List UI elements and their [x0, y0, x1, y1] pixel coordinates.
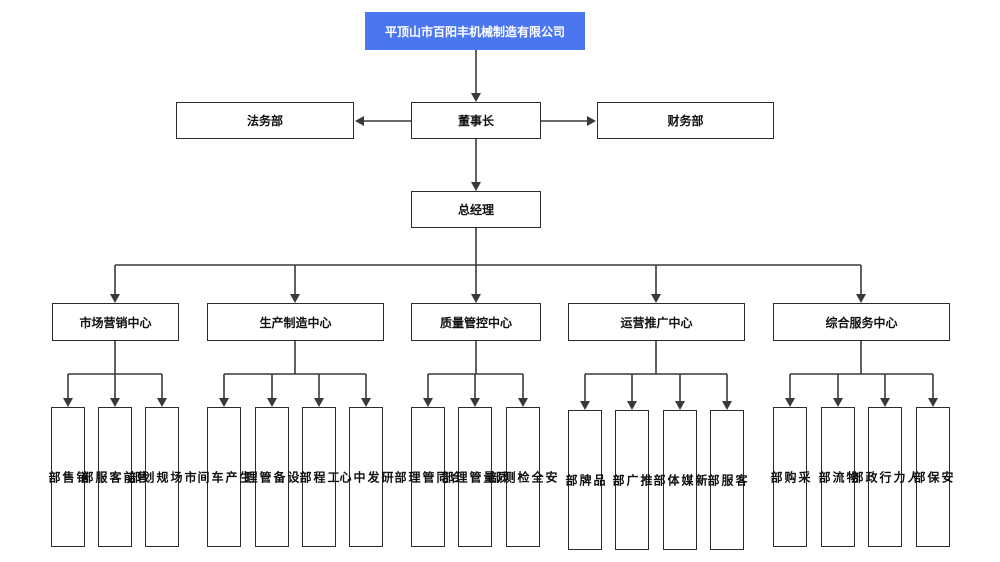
gm-label: 总经理	[457, 203, 494, 217]
center-label: 市场营销中心	[79, 315, 152, 330]
legal-node: 法务部	[176, 102, 354, 139]
dept-node: 采 购 部	[769, 407, 811, 547]
chairman-label: 董事长	[457, 114, 494, 128]
arrowhead	[518, 398, 528, 407]
dept-node: 生 产 车 间	[196, 407, 252, 547]
center-label: 生产制造中心	[259, 315, 332, 330]
arrowhead	[267, 398, 277, 407]
arrowhead	[651, 294, 661, 303]
center-label: 质量管控中心	[439, 315, 512, 330]
company-node: 平顶山市百阳丰机械制造有限公司	[365, 12, 585, 50]
arrowhead	[110, 398, 120, 407]
finance-label: 财务部	[667, 114, 704, 128]
dept-node: 合 同 管 理 部	[393, 407, 463, 547]
dept-label: 研 发 中 心	[338, 470, 394, 484]
dept-node: 市 场 规 划 部	[127, 407, 197, 547]
arrowhead	[785, 398, 795, 407]
arrowhead	[423, 398, 433, 407]
dept-node: 物 流 部	[817, 407, 859, 547]
dept-node: 销 售 部	[47, 407, 89, 547]
dept-node: 品 牌 部	[564, 410, 606, 550]
arrowhead	[471, 93, 481, 102]
center-node-marketing: 市场营销中心	[52, 303, 179, 341]
dept-node: 售 前 客 服 部	[80, 407, 150, 547]
arrowhead	[928, 398, 938, 407]
dept-node: 安 保 部	[912, 407, 954, 547]
arrowhead	[722, 401, 732, 410]
dept-label: 销 售 部	[47, 470, 89, 484]
dept-label: 客 服 部	[706, 473, 748, 487]
arrowhead	[587, 116, 596, 126]
arrowhead	[675, 401, 685, 410]
dept-node: 客 服 部	[706, 410, 748, 550]
arrowhead	[355, 116, 364, 126]
arrowhead	[627, 401, 637, 410]
arrowhead	[110, 294, 120, 303]
dept-label: 新 媒 体 部	[652, 473, 708, 487]
dept-label: 采 购 部	[769, 470, 811, 484]
company-name: 平顶山市百阳丰机械制造有限公司	[384, 24, 565, 39]
arrowhead	[833, 398, 843, 407]
dept-label: 安 全 检 测 部	[488, 470, 558, 484]
dept-label: 物 流 部	[817, 470, 859, 484]
dept-node: 工 程 部	[298, 407, 340, 547]
arrowhead	[290, 294, 300, 303]
dept-label: 推 广 部	[611, 473, 653, 487]
center-label: 运营推广中心	[620, 315, 693, 330]
dept-label: 生 产 车 间	[196, 470, 252, 484]
dept-label: 市 场 规 划 部	[127, 470, 197, 484]
dept-node: 安 全 检 测 部	[488, 407, 558, 547]
center-node-operations: 运营推广中心	[568, 303, 745, 341]
finance-node: 财务部	[597, 102, 774, 139]
arrowhead	[880, 398, 890, 407]
dept-label: 工 程 部	[298, 470, 340, 484]
center-node-production: 生产制造中心	[207, 303, 384, 341]
center-label: 综合服务中心	[825, 315, 898, 330]
arrowhead	[314, 398, 324, 407]
dept-label: 品 牌 部	[564, 473, 606, 487]
dept-node: 新 媒 体 部	[652, 410, 708, 550]
center-node-quality: 质量管控中心	[411, 303, 541, 341]
dept-label: 设 备 管 理	[244, 470, 300, 484]
chairman-node: 董事长	[411, 102, 541, 139]
gm-node: 总经理	[411, 191, 541, 228]
legal-label: 法务部	[246, 114, 283, 128]
arrowhead	[63, 398, 73, 407]
arrowhead	[470, 398, 480, 407]
arrowhead	[361, 398, 371, 407]
center-node-services: 综合服务中心	[773, 303, 950, 341]
dept-node: 研 发 中 心	[338, 407, 394, 547]
arrowhead	[471, 294, 481, 303]
arrowhead	[471, 182, 481, 191]
arrowhead	[856, 294, 866, 303]
arrowhead	[157, 398, 167, 407]
dept-label: 人 力 行 政 部	[850, 470, 920, 484]
dept-node: 推 广 部	[611, 410, 653, 550]
arrowhead	[219, 398, 229, 407]
dept-label: 安 保 部	[912, 470, 954, 484]
dept-node: 设 备 管 理	[244, 407, 300, 547]
arrowhead	[580, 401, 590, 410]
dept-node: 人 力 行 政 部	[850, 407, 920, 547]
dept-node: 质 量 管 理 部	[440, 407, 510, 547]
